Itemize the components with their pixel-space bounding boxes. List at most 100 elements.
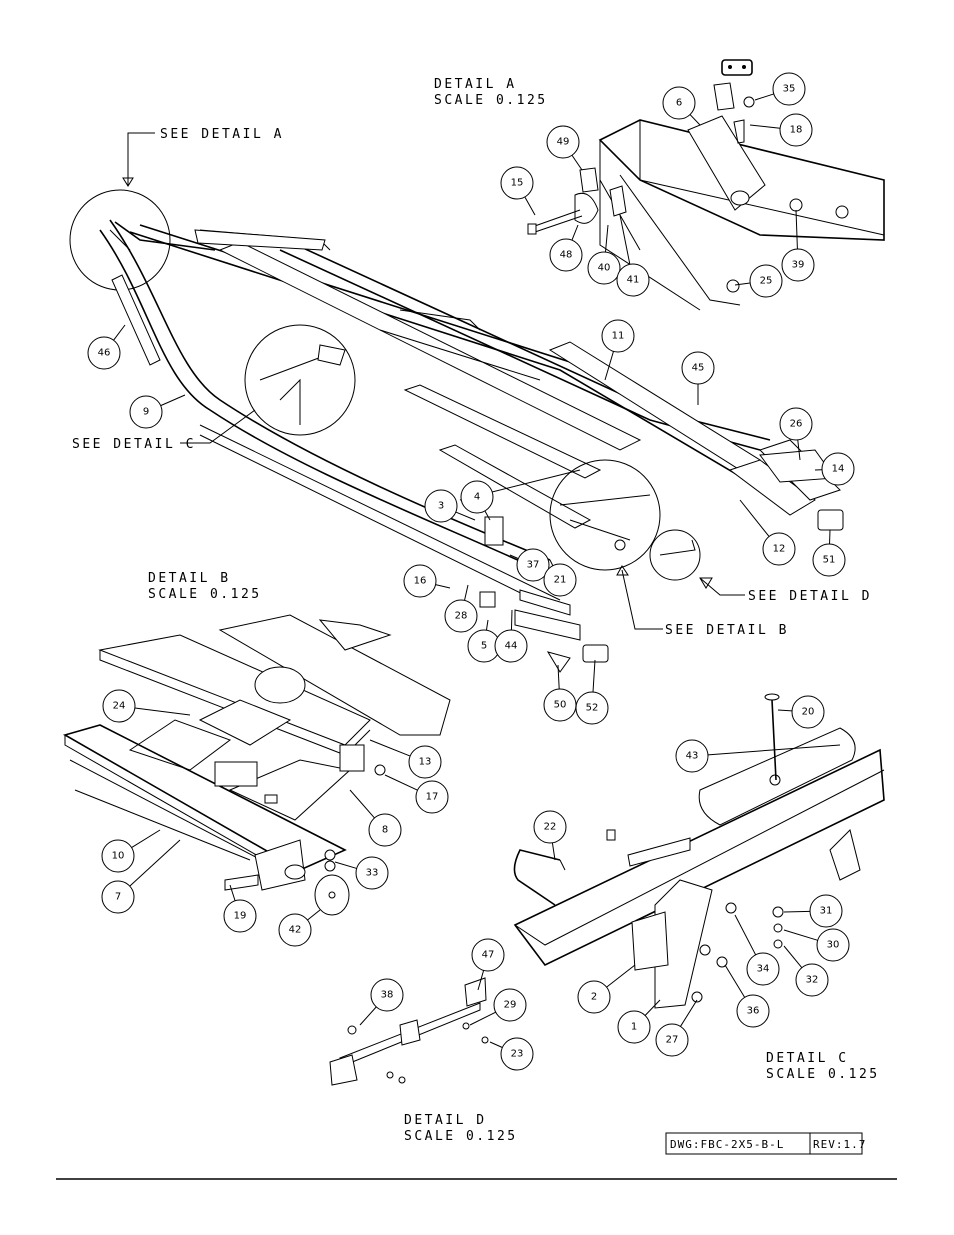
balloon-number: 18 (790, 125, 803, 136)
balloon-number: 32 (806, 975, 819, 986)
balloon-circle (812, 543, 846, 577)
balloon-circle (494, 629, 528, 663)
balloon-number: 42 (289, 925, 302, 936)
balloon-circle (772, 72, 806, 106)
balloon-leader (435, 584, 451, 589)
balloon-leader (134, 707, 191, 716)
balloon-number: 28 (455, 611, 468, 622)
balloon-number: 11 (612, 331, 625, 342)
balloon-circle (533, 810, 567, 844)
balloon-30: 30 (783, 928, 850, 962)
detail-a-drawing: DETAIL A SCALE 0.125 (434, 59, 885, 311)
detail-d-drawing: DETAIL D SCALE 0.125 (329, 977, 515, 1144)
balloon-number: 2 (591, 992, 597, 1003)
balloon-circle (781, 248, 815, 282)
balloon-leader (680, 999, 698, 1027)
balloon-leader (571, 154, 583, 171)
balloon-circle (444, 599, 478, 633)
balloon-number: 10 (112, 851, 125, 862)
balloon-circle (424, 489, 458, 523)
balloon-39: 39 (781, 209, 815, 282)
balloon-number: 52 (586, 703, 599, 714)
balloon-circle (601, 319, 635, 353)
balloon-43: 43 (675, 739, 841, 773)
balloon-4: 4 (460, 480, 494, 521)
balloon-36: 36 (724, 964, 770, 1028)
balloon-leader (464, 584, 469, 601)
balloon-number: 6 (676, 98, 682, 109)
balloon-leader (571, 224, 579, 241)
balloon-number: 39 (792, 260, 805, 271)
balloon-circle (471, 938, 505, 972)
balloon-32: 32 (783, 945, 829, 997)
balloon-leader (509, 554, 519, 560)
balloon-circle (575, 691, 609, 725)
revision: REV:1.7 (813, 1138, 866, 1151)
balloon-circle (749, 264, 783, 298)
balloon-number: 13 (419, 757, 432, 768)
balloon-circle (87, 336, 121, 370)
balloon-leader (724, 964, 746, 998)
balloon-circle (549, 238, 583, 272)
balloon-3: 3 (424, 489, 476, 523)
balloon-leader (129, 839, 181, 887)
balloon-49: 49 (546, 125, 583, 171)
balloon-number: 17 (426, 792, 439, 803)
balloon-leader (783, 945, 803, 968)
balloon-number: 12 (773, 544, 786, 555)
detail-c-drawing: DETAIL C SCALE 0.125 (513, 693, 885, 1082)
balloon-45: 45 (681, 351, 715, 405)
balloon-10: 10 (101, 829, 161, 873)
balloon-number: 45 (692, 363, 705, 374)
balloon-8: 8 (349, 789, 402, 847)
title-block: DWG:FBC-2X5-B-L REV:1.7 (665, 1132, 866, 1155)
balloon-circle (516, 548, 550, 582)
balloon-38: 38 (359, 978, 404, 1026)
balloon-number: 4 (474, 492, 480, 503)
callout-leaders (122, 132, 745, 630)
balloon-leader (551, 842, 556, 861)
balloon-24: 24 (102, 689, 191, 723)
balloon-leader (510, 609, 513, 631)
balloon-circle (791, 695, 825, 729)
balloon-leader (229, 884, 236, 901)
detail-b-scale: SCALE 0.125 (148, 587, 262, 602)
balloon-number: 23 (511, 1049, 524, 1060)
balloon-41: 41 (616, 214, 650, 297)
balloon-number: 49 (557, 137, 570, 148)
balloon-number: 40 (598, 263, 611, 274)
balloon-circle (223, 899, 257, 933)
balloon-number: 47 (482, 950, 495, 961)
balloon-leader (619, 214, 631, 265)
balloon-20: 20 (777, 695, 825, 729)
balloon-leader (469, 1011, 496, 1026)
balloon-leader (349, 789, 375, 819)
balloon-number: 3 (438, 501, 444, 512)
balloon-number: 31 (820, 906, 833, 917)
balloon-circle (779, 407, 813, 441)
balloon-11: 11 (601, 319, 635, 381)
balloon-circle (500, 166, 534, 200)
balloon-29: 29 (469, 988, 527, 1026)
balloon-40: 40 (587, 224, 621, 285)
balloon-number: 43 (686, 751, 699, 762)
balloon-leader (334, 861, 357, 869)
balloon-circle (577, 980, 611, 1014)
balloon-leader (359, 1006, 377, 1026)
balloon-number: 35 (783, 84, 796, 95)
balloon-18: 18 (749, 113, 813, 147)
balloon-number: 21 (554, 575, 567, 586)
balloon-circle (493, 988, 527, 1022)
see-detail-d: SEE DETAIL D (748, 589, 872, 604)
balloon-leader (734, 282, 751, 286)
balloon-leader (369, 739, 411, 757)
balloon-6: 6 (662, 86, 701, 126)
balloon-number: 33 (366, 868, 379, 879)
balloon-circle (655, 1023, 689, 1057)
balloon-leader (557, 664, 560, 690)
balloon-number: 27 (666, 1035, 679, 1046)
balloon-31: 31 (783, 894, 843, 928)
balloon-number: 48 (560, 250, 573, 261)
